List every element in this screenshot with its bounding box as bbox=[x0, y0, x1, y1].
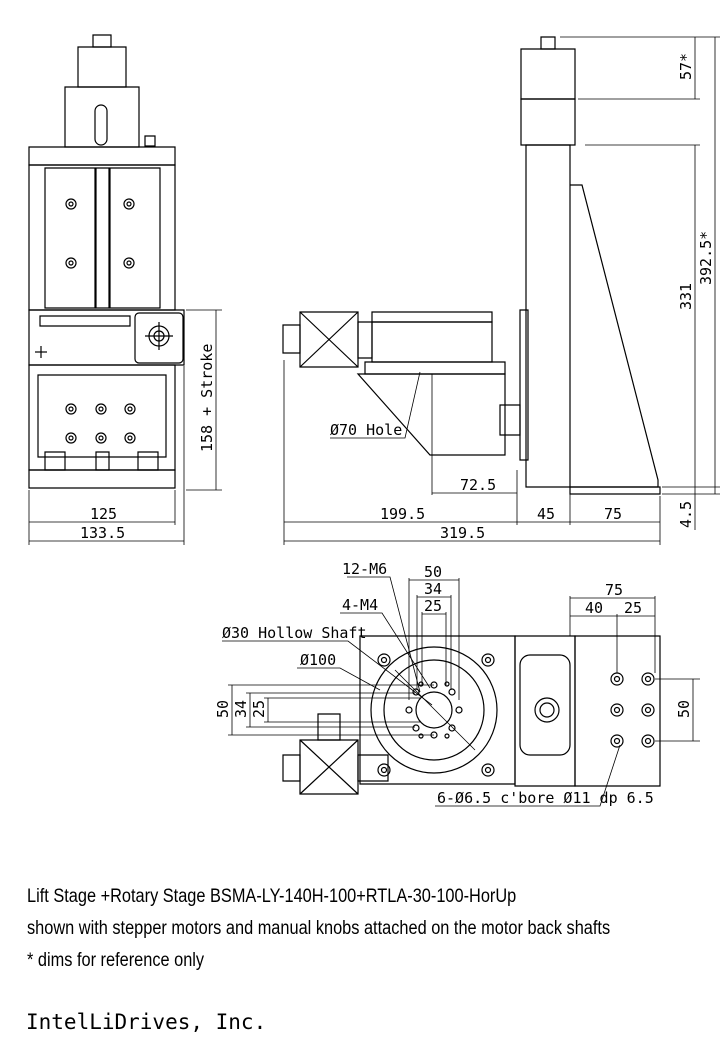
dim-right-75: 75 bbox=[605, 581, 623, 599]
caption-description: shown with stepper motors and manual kno… bbox=[27, 918, 611, 939]
technical-drawing: 125 133.5 158 + Stroke Ø70 Hole 72.5 199… bbox=[0, 0, 725, 807]
label-4-m4: 4-M4 bbox=[342, 596, 378, 614]
label-hollow-shaft: Ø30 Hollow Shaft bbox=[222, 624, 367, 642]
top-view bbox=[222, 577, 700, 806]
dim-331: 331 bbox=[677, 283, 695, 310]
dim-158-stroke: 158 + Stroke bbox=[198, 344, 216, 452]
dim-right-50: 50 bbox=[675, 700, 693, 718]
dim-top-25: 25 bbox=[424, 597, 442, 615]
dim-right-25: 25 bbox=[624, 599, 642, 617]
dim-392-5: 392.5* bbox=[697, 231, 715, 285]
dim-125: 125 bbox=[90, 505, 117, 523]
dim-75: 75 bbox=[604, 505, 622, 523]
label-cbore: 6-Ø6.5 c'bore Ø11 dp 6.5 bbox=[437, 789, 654, 807]
dim-199-5: 199.5 bbox=[380, 505, 425, 523]
dim-133-5: 133.5 bbox=[80, 524, 125, 542]
dim-319-5: 319.5 bbox=[440, 524, 485, 542]
dim-top-50: 50 bbox=[424, 563, 442, 581]
dim-right-40: 40 bbox=[585, 599, 603, 617]
dim-left-34: 34 bbox=[232, 700, 250, 718]
dim-45: 45 bbox=[537, 505, 555, 523]
side-view bbox=[283, 37, 720, 545]
company-name: IntelLiDrives, Inc. bbox=[26, 1010, 267, 1034]
label-12-m6: 12-M6 bbox=[342, 560, 387, 578]
dim-hole-70: Ø70 Hole bbox=[330, 421, 402, 439]
label-dia-100: Ø100 bbox=[300, 651, 336, 669]
caption-title: Lift Stage +Rotary Stage BSMA-LY-140H-10… bbox=[27, 886, 517, 907]
caption-note: * dims for reference only bbox=[27, 950, 205, 971]
dim-left-50: 50 bbox=[214, 700, 232, 718]
dim-left-25: 25 bbox=[250, 700, 268, 718]
dim-57: 57* bbox=[677, 53, 695, 80]
dim-4-5: 4.5 bbox=[677, 501, 695, 528]
dim-top-34: 34 bbox=[424, 580, 442, 598]
dim-72-5: 72.5 bbox=[460, 476, 496, 494]
front-view bbox=[29, 35, 222, 545]
